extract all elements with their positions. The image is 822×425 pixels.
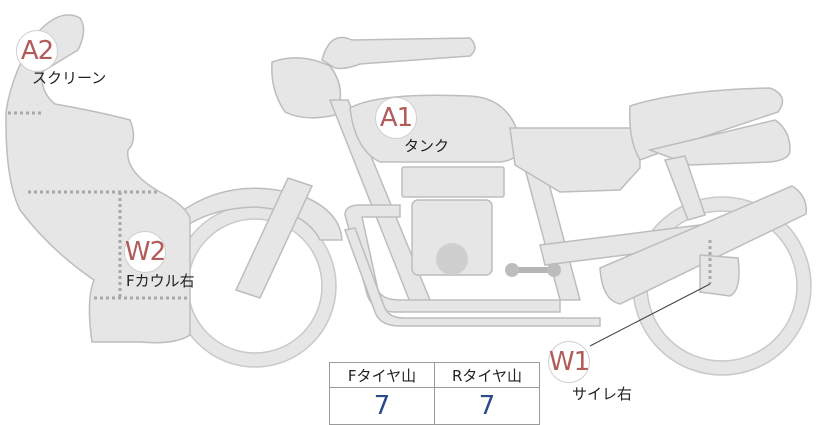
front-fork: [234, 177, 314, 299]
engine-cover: [401, 166, 505, 198]
label-fcowl: Fカウル右: [126, 272, 195, 290]
marker-w1[interactable]: W1: [548, 341, 590, 383]
muffler: [599, 185, 807, 305]
value-front-tread: 7: [329, 387, 435, 425]
marker-w2[interactable]: W2: [124, 231, 166, 273]
tire-tread-table: Fタイヤ山 Rタイヤ山 7 7: [329, 362, 540, 425]
marker-a1[interactable]: A1: [375, 97, 417, 139]
label-screen: スクリーン: [32, 69, 107, 87]
marker-a1-code: A1: [379, 103, 413, 133]
header-rear-tread: Rタイヤ山: [434, 362, 540, 388]
seat: [628, 87, 784, 161]
marker-w1-code: W1: [548, 347, 590, 377]
label-silencer: サイレ右: [572, 385, 633, 403]
silencer-leader-line: [589, 283, 711, 347]
value-rear-tread: 7: [434, 387, 540, 425]
marker-a2-code: A2: [20, 36, 54, 66]
marker-w2-code: W2: [124, 237, 166, 267]
marker-a2[interactable]: A2: [16, 30, 58, 72]
headlight: [271, 57, 342, 119]
header-front-tread: Fタイヤ山: [329, 362, 435, 388]
handlebar: [321, 36, 476, 70]
label-tank: タンク: [404, 137, 450, 155]
